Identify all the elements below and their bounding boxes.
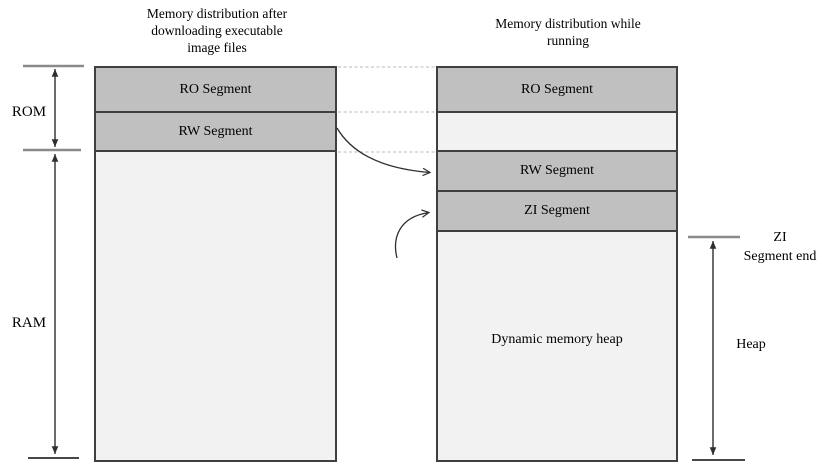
rw-copy-arrow — [336, 127, 432, 177]
left-ro-segment: RO Segment — [96, 68, 335, 113]
right-ro-segment: RO Segment — [438, 68, 676, 113]
right-ro-segment-label: RO Segment — [521, 81, 593, 97]
right-zi-segment-label: ZI Segment — [524, 203, 590, 218]
ram-label: RAM — [11, 315, 47, 331]
right-zi-segment: ZI Segment — [438, 192, 676, 232]
heap-label: Heap — [736, 337, 766, 352]
left-ram-empty-area — [96, 152, 335, 460]
right-empty-gap-area — [438, 113, 676, 152]
left-rw-segment: RW Segment — [96, 113, 335, 152]
left-memory-column: RO Segment RW Segment — [94, 66, 337, 462]
right-rw-segment: RW Segment — [438, 152, 676, 192]
right-rw-segment-label: RW Segment — [519, 163, 595, 178]
zi-create-arrow — [394, 209, 431, 259]
zi-segment-end-label: ZI Segment end — [743, 230, 817, 264]
right-memory-column: RO Segment RW Segment ZI Segment Dynamic… — [436, 66, 678, 462]
left-column-title: Memory distribution after downloading ex… — [146, 6, 288, 55]
right-heap-area: Dynamic memory heap — [438, 232, 676, 460]
right-column-title: Memory distribution while running — [495, 16, 641, 48]
dynamic-memory-heap-label: Dynamic memory heap — [491, 332, 623, 347]
rom-label: ROM — [11, 104, 47, 120]
left-ro-segment-label: RO Segment — [179, 81, 252, 97]
left-rw-segment-label: RW Segment — [178, 123, 253, 139]
